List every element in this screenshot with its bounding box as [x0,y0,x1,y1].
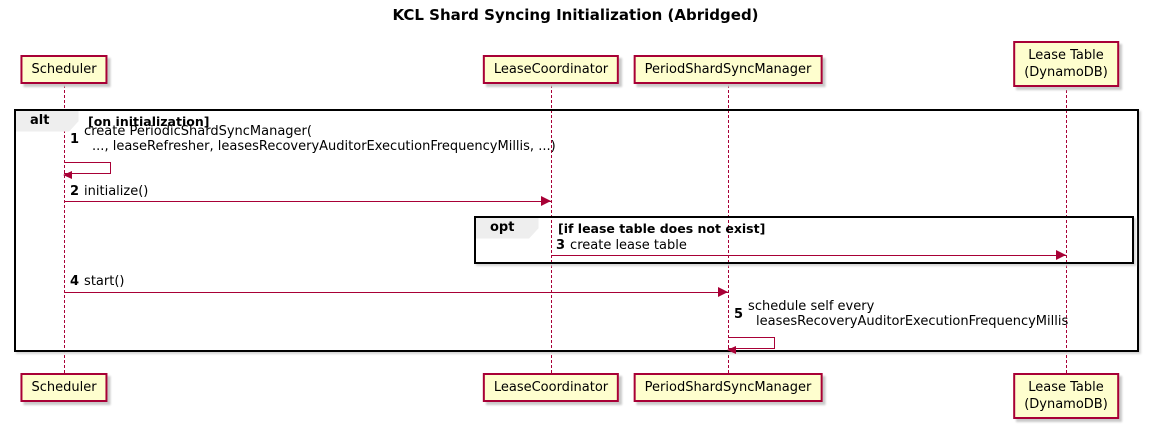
arrowhead-left-icon [727,345,736,354]
participant-label: LeaseCoordinator [493,62,609,77]
message-2-label: 2 initialize() [70,184,148,199]
participant-scheduler-top: Scheduler [20,55,108,84]
participant-scheduler-bottom: Scheduler [20,373,108,402]
message-2-number: 2 [70,184,80,199]
participant-leasetable-bottom: Lease Table (DynamoDB) [1013,373,1119,419]
participant-label: PeriodShardSyncManager [644,380,812,395]
participant-label: Lease Table [1028,48,1104,63]
participant-label: Lease Table [1028,380,1104,395]
participant-leasetable-top: Lease Table (DynamoDB) [1013,41,1119,87]
message-5-text-line2: leasesRecoveryAuditorExecutionFrequencyM… [756,314,1069,329]
participant-sublabel: (DynamoDB) [1024,65,1108,80]
message-1-label: 1 create PeriodicShardSyncManager( ..., … [70,124,556,154]
message-1-self-arrow [63,162,111,179]
message-5-self-arrow [727,337,775,354]
lifeline-leasetable [1066,85,1067,373]
participant-sublabel: (DynamoDB) [1024,397,1108,412]
message-3-label: 3 create lease table [556,238,687,253]
message-4-arrow-line [64,292,728,293]
message-5-label: 5 schedule self every leasesRecoveryAudi… [734,299,1068,329]
participant-label: Scheduler [31,380,97,395]
participant-periodshardsyncmanager-top: PeriodShardSyncManager [633,55,823,84]
participant-periodshardsyncmanager-bottom: PeriodShardSyncManager [633,373,823,402]
arrowhead-right-icon [541,196,551,206]
opt-frame-condition: [if lease table does not exist] [558,221,766,236]
alt-frame-condition: [on initialization] [88,114,210,129]
arrowhead-right-icon [1056,250,1066,260]
message-3-number: 3 [556,238,566,253]
lifeline-periodshardsyncmanager [728,85,729,373]
lifeline-scheduler [64,85,65,373]
arrowhead-right-icon [718,287,728,297]
participant-leasecoordinator-top: LeaseCoordinator [482,55,620,84]
participant-label: LeaseCoordinator [493,380,609,395]
message-3-text: create lease table [570,238,687,253]
message-1-text-line1: create PeriodicShardSyncManager( [84,124,312,139]
message-5-text-line1: schedule self every [748,299,875,314]
message-1-text-line2: ..., leaseRefresher, leasesRecoveryAudit… [92,139,556,154]
arrowhead-left-icon [63,170,72,179]
message-1-number: 1 [70,131,80,147]
opt-frame: opt [if lease table does not exist] [474,216,1134,264]
message-2-arrow-line [64,201,551,202]
alt-frame-keyword: alt [16,111,79,132]
message-2-text: initialize() [84,184,149,199]
message-4-label: 4 start() [70,274,124,289]
message-4-text: start() [84,274,125,289]
lifeline-leasecoordinator [551,85,552,373]
participant-label: PeriodShardSyncManager [644,62,812,77]
opt-frame-keyword: opt [476,218,539,239]
message-3-arrow-line [551,255,1066,256]
participant-label: Scheduler [31,62,97,77]
diagram-title: KCL Shard Syncing Initialization (Abridg… [392,6,759,24]
message-5-number: 5 [734,306,744,322]
participant-leasecoordinator-bottom: LeaseCoordinator [482,373,620,402]
alt-frame: alt [on initialization] [14,109,1139,352]
message-4-number: 4 [70,274,80,289]
